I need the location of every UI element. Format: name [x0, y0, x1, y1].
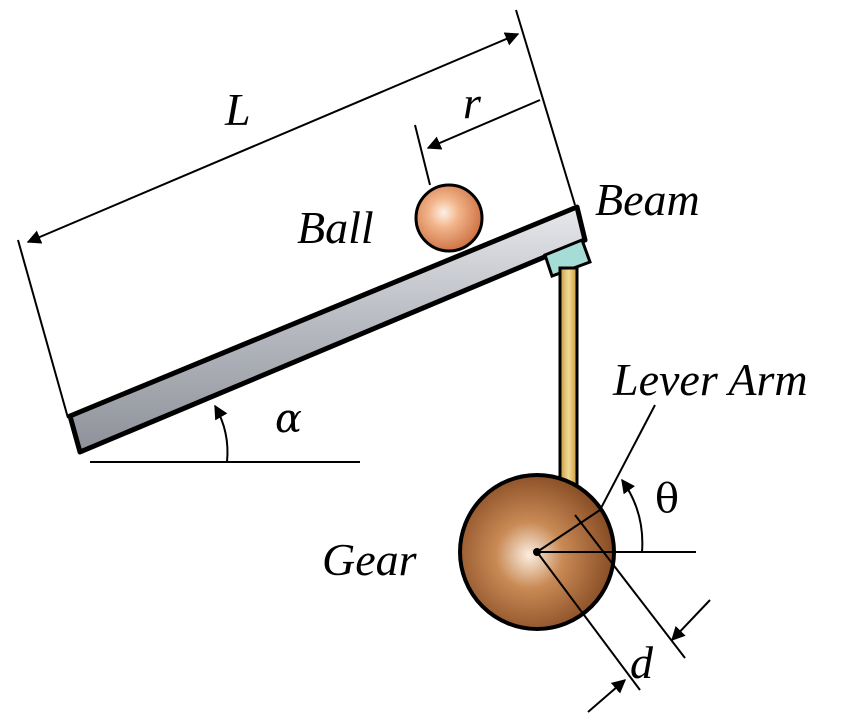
length-extension-right	[515, 9, 576, 206]
gear-label: Gear	[322, 534, 418, 585]
gear-radius-line	[536, 509, 601, 553]
length-arrow	[26, 32, 520, 244]
pivot-block	[543, 238, 592, 278]
gear-angle-label: θ	[655, 476, 679, 522]
offset-extension-outer	[574, 514, 686, 659]
beam-angle-arc	[214, 404, 229, 463]
beam-angle-label: α	[275, 396, 302, 442]
offset-arrow-bottom	[587, 679, 627, 713]
position-label: r	[463, 77, 482, 128]
beam	[67, 204, 588, 455]
lever-arm	[558, 266, 579, 514]
length-label: L	[224, 84, 251, 135]
beam-label: Beam	[595, 174, 700, 225]
ball-label: Ball	[297, 202, 374, 253]
position-extension-line	[414, 124, 431, 186]
length-dimension	[17, 9, 576, 419]
beam-angle-indicator	[90, 404, 360, 463]
lever-direction-line	[599, 404, 656, 511]
gear-geometry	[536, 404, 711, 713]
ball	[414, 183, 484, 253]
offset-extension-inner	[536, 551, 641, 691]
position-dimension	[414, 99, 541, 186]
position-arrow	[426, 99, 541, 150]
offset-label: d	[630, 637, 654, 688]
length-extension-left	[17, 239, 69, 419]
gear-angle-arc	[621, 478, 644, 553]
offset-arrow-top	[671, 599, 711, 642]
lever-arm-label: Lever Arm	[612, 354, 808, 405]
